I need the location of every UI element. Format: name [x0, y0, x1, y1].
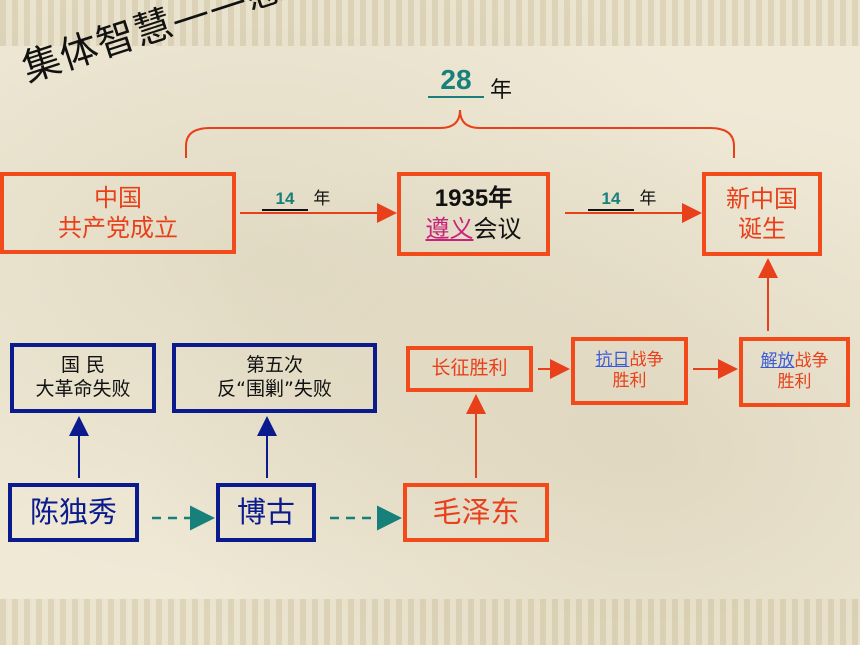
decorative-border-top: [0, 0, 860, 46]
leader-chen-duxiu: 陈独秀: [8, 483, 139, 542]
event-anti-japanese-line1: 抗日战争: [596, 350, 664, 371]
leader-bo-name: 博古: [236, 495, 295, 530]
leader-mao-name: 毛泽东: [432, 495, 520, 530]
leader-mao-zedong: 毛泽东: [403, 483, 549, 542]
milestone-party-founding: 中国 共产党成立: [0, 172, 236, 254]
interval-value-1: 14: [262, 189, 308, 211]
event-revolution-line2: 大革命失败: [35, 378, 131, 400]
milestone-prc-founding: 新中国 诞生: [702, 172, 822, 256]
total-span-value: 28: [428, 64, 484, 98]
interval-unit-1: 年: [313, 189, 331, 209]
leader-chen-name: 陈独秀: [29, 495, 117, 530]
event-anti-japanese-war: 抗日战争 胜利: [571, 337, 688, 405]
event-long-march-label: 长征胜利: [431, 357, 508, 380]
milestone-prc-line1: 新中国: [726, 185, 798, 213]
event-encirclement-line1: 第五次: [245, 354, 303, 377]
milestone-party-founding-line2: 共产党成立: [58, 214, 178, 242]
event-liberation-line2: 胜利: [777, 372, 812, 392]
anti-japanese-rest: 战争: [629, 349, 664, 370]
event-liberation-war: 解放战争 胜利: [739, 337, 850, 407]
leader-bo-gu: 博古: [216, 483, 316, 542]
event-long-march: 长征胜利: [406, 346, 533, 392]
liberation-link[interactable]: 解放: [760, 350, 795, 371]
milestone-party-founding-line1: 中国: [94, 184, 142, 212]
zunyi-suffix: 会议: [473, 215, 522, 243]
interval-label-1: 14 年: [262, 184, 330, 211]
total-span-label: 28 年: [428, 64, 548, 104]
interval-label-2: 14 年: [588, 184, 656, 211]
milestone-zunyi-line2: 遵义会议: [426, 214, 522, 244]
milestone-zunyi-year: 1935年: [434, 185, 513, 212]
event-encirclement-failure: 第五次 反“围剿”失败: [172, 343, 377, 413]
event-revolution-failure: 国 民 大革命失败: [10, 343, 156, 413]
liberation-rest: 战争: [794, 350, 829, 371]
milestone-prc-line2: 诞生: [738, 215, 786, 243]
milestone-zunyi-conference: 1935年 遵义会议: [397, 172, 550, 256]
anti-japanese-link[interactable]: 抗日: [595, 349, 630, 370]
span-brace: [185, 109, 735, 158]
event-liberation-line1: 解放战争: [761, 351, 829, 372]
total-span-unit: 年: [490, 78, 513, 103]
interval-value-2: 14: [588, 189, 634, 211]
interval-unit-2: 年: [639, 189, 657, 209]
zunyi-place-link[interactable]: 遵义: [425, 215, 474, 243]
event-revolution-line1: 国 民: [60, 354, 106, 377]
decorative-border-bottom: [0, 599, 860, 645]
event-encirclement-line2: 反“围剿”失败: [217, 378, 332, 400]
event-anti-japanese-line2: 胜利: [612, 371, 647, 391]
